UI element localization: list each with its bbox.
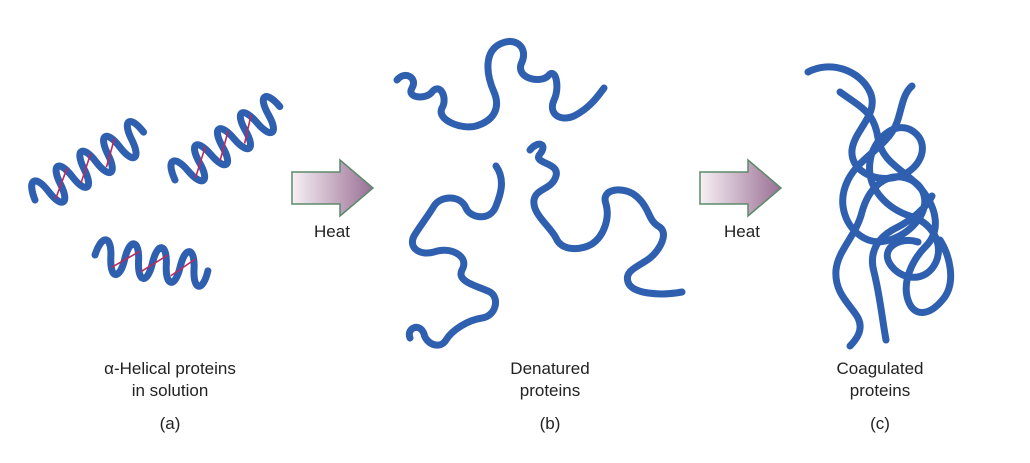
helix-2 <box>167 93 284 185</box>
heat-arrow-2 <box>699 158 783 218</box>
random-coil-1 <box>393 37 608 131</box>
caption-b: Denatured proteins <box>440 358 660 402</box>
caption-c-line-1: Coagulated <box>836 359 924 378</box>
heat-label-2: Heat <box>724 222 760 241</box>
heat-arrow-1 <box>291 158 375 218</box>
caption-a-line-2: in solution <box>131 381 209 400</box>
caption-a: α-Helical proteins in solution <box>60 358 280 402</box>
caption-c-line-2: proteins <box>849 381 911 400</box>
right-arrow-icon-2 <box>699 158 783 218</box>
panel-tag-c: (c) <box>870 414 890 433</box>
panel-c-coagulated <box>804 63 955 350</box>
caption-b-line-1: Denatured <box>510 359 590 378</box>
random-coil-3 <box>405 162 505 349</box>
panel-tag-b: (b) <box>539 414 561 433</box>
tangle-strand-4 <box>869 192 936 344</box>
helix-3 <box>91 236 212 290</box>
caption-c: Coagulated proteins <box>770 358 990 402</box>
panel-b-denatured <box>393 37 686 349</box>
caption-a-line-1: α-Helical proteins <box>104 359 236 378</box>
right-arrow-icon <box>291 158 375 218</box>
caption-b-line-2: proteins <box>519 381 581 400</box>
panel-a-helices <box>28 93 284 290</box>
panel-tag-a: (a) <box>159 414 181 433</box>
heat-label-1: Heat <box>314 222 350 241</box>
tangle-strand-3 <box>836 88 955 316</box>
random-coil-2 <box>526 140 686 298</box>
helix-1 <box>28 118 148 206</box>
